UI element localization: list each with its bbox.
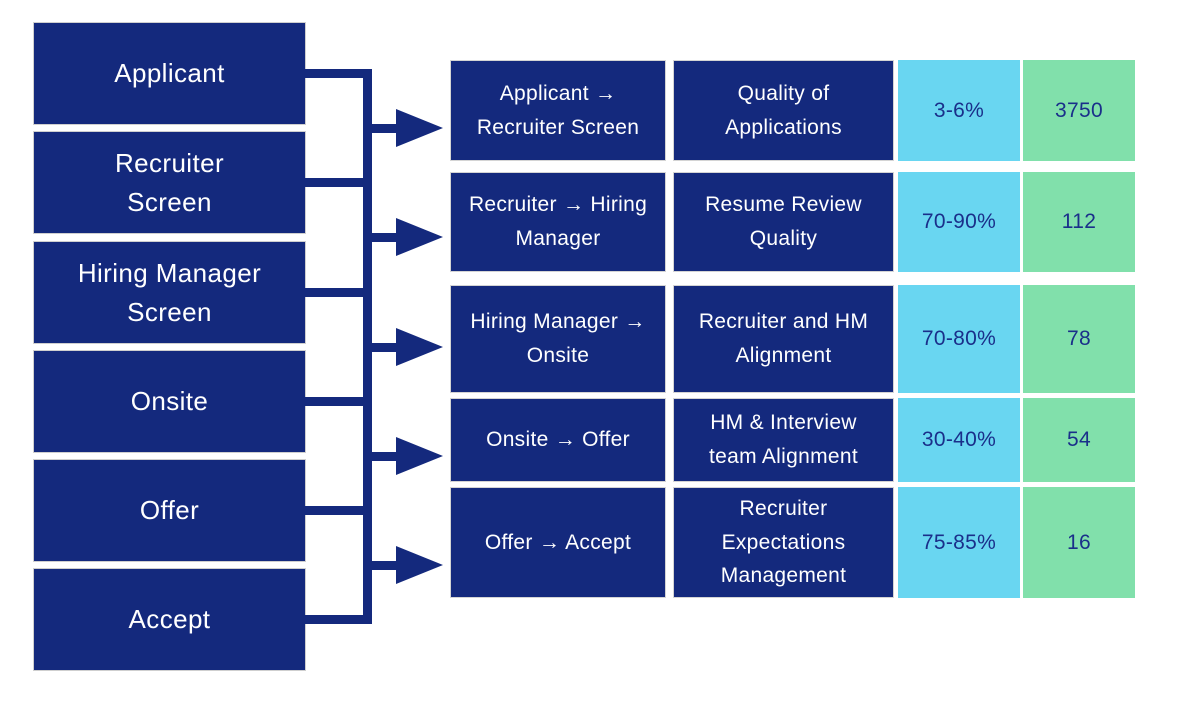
connector-trunk [363,69,372,624]
funnel-stage-onsite: Onsite [33,350,306,453]
count-value: 78 [1067,327,1091,350]
connector-stub-accept [304,615,372,624]
driver-label: Recruiter Expectations Management [720,497,847,588]
transition-cell: Applicant → Recruiter Screen [450,60,666,161]
funnel-stage-label: Offer [139,495,200,525]
transition-cell: Hiring Manager → Onsite [450,285,666,393]
transition-cell: Recruiter → Hiring Manager [450,172,666,272]
funnel-stage-accept: Accept [33,568,306,671]
funnel-stage-label: Applicant [114,58,225,88]
flow-arrow-line-5 [368,561,398,570]
transition-label: Recruiter → Hiring Manager [468,193,648,250]
flow-arrow-head-2 [396,218,443,256]
rate-cell: 70-80% [898,285,1020,393]
flow-arrow-head-1 [396,109,443,147]
connector-stub-recruiter-screen [304,178,372,187]
flow-arrow-line-2 [368,233,398,242]
rate-value: 30-40% [921,428,997,451]
rate-value: 3-6% [933,98,985,122]
funnel-stage-label: Recruiter Screen [114,147,225,217]
transition-label: Onsite → Offer [486,428,630,452]
count-value: 3750 [1055,98,1103,122]
rate-value: 70-90% [921,210,997,233]
driver-cell: Recruiter and HM Alignment [673,285,894,393]
funnel-stage-hiring-manager-screen: Hiring Manager Screen [33,241,306,344]
connector-stub-hiring-manager-screen [304,288,372,297]
flow-arrow-head-3 [396,328,443,366]
driver-cell: Recruiter Expectations Management [673,487,894,598]
count-cell: 112 [1023,172,1135,272]
driver-label: Quality of Applications [725,81,842,139]
transition-cell: Onsite → Offer [450,398,666,482]
rate-value: 70-80% [921,327,997,350]
transition-cell: Offer → Accept [450,487,666,598]
count-cell: 3750 [1023,60,1135,161]
table-row: Recruiter → Hiring Manager Resume Review… [450,172,1135,272]
driver-cell: HM & Interview team Alignment [673,398,894,482]
rate-cell: 70-90% [898,172,1020,272]
funnel-stage-recruiter-screen: Recruiter Screen [33,131,306,234]
connector-stub-onsite [304,397,372,406]
connector-stub-applicant [304,69,372,78]
count-value: 54 [1067,428,1091,451]
count-value: 112 [1061,210,1097,233]
count-cell: 54 [1023,398,1135,482]
flow-arrow-head-4 [396,437,443,475]
flow-arrow-line-4 [368,452,398,461]
count-cell: 16 [1023,487,1135,598]
rate-value: 75-85% [921,530,997,554]
funnel-stage-applicant: Applicant [33,22,306,125]
rate-cell: 3-6% [898,60,1020,161]
funnel-stage-label: Onsite [130,386,209,416]
transition-label: Hiring Manager → Onsite [470,310,646,367]
count-cell: 78 [1023,285,1135,393]
driver-label: HM & Interview team Alignment [709,411,858,468]
funnel-stage-label: Hiring Manager Screen [77,257,262,327]
driver-cell: Resume Review Quality [673,172,894,272]
driver-cell: Quality of Applications [673,60,894,161]
connector-stub-offer [304,506,372,515]
table-row: Hiring Manager → Onsite Recruiter and HM… [450,285,1135,393]
table-row: Applicant → Recruiter Screen Quality of … [450,60,1135,161]
driver-label: Recruiter and HM Alignment [698,310,869,367]
funnel-stage-offer: Offer [33,459,306,562]
rate-cell: 75-85% [898,487,1020,598]
count-value: 16 [1067,530,1091,554]
transition-label: Offer → Accept [484,530,632,554]
flow-arrow-head-5 [396,546,443,584]
rate-cell: 30-40% [898,398,1020,482]
table-row: Offer → Accept Recruiter Expectations Ma… [450,487,1135,598]
funnel-stage-label: Accept [128,604,211,634]
flow-arrow-line-3 [368,343,398,352]
transition-label: Applicant → Recruiter Screen [476,81,640,139]
driver-label: Resume Review Quality [705,193,862,250]
flow-arrow-line-1 [368,124,398,133]
table-row: Onsite → Offer HM & Interview team Align… [450,398,1135,482]
